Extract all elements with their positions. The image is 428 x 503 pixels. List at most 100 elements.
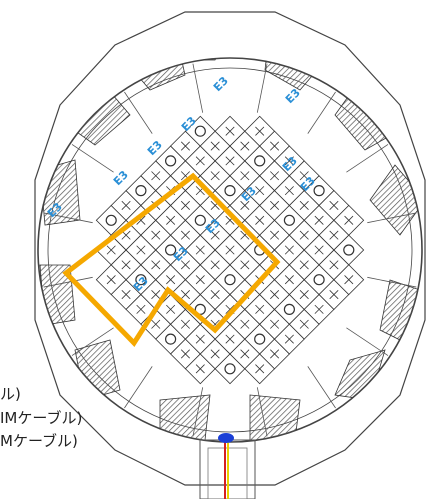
radial-line xyxy=(307,91,336,134)
cross-marker xyxy=(136,245,146,255)
cross-marker xyxy=(240,141,250,151)
cross-marker xyxy=(284,334,294,344)
cross-marker xyxy=(180,319,190,329)
cross-marker xyxy=(329,200,339,210)
cross-marker xyxy=(284,275,294,285)
radial-line xyxy=(192,63,204,113)
control-rod-marker xyxy=(135,185,147,197)
cross-marker xyxy=(299,290,309,300)
radial-line xyxy=(124,366,153,409)
cross-marker xyxy=(329,290,339,300)
cross-marker xyxy=(270,171,280,181)
cross-marker xyxy=(344,215,354,225)
control-rod-marker xyxy=(194,125,206,137)
radial-frame xyxy=(43,63,417,437)
cross-marker xyxy=(225,126,235,136)
cross-marker xyxy=(121,290,131,300)
cross-marker xyxy=(240,260,250,270)
control-rod-marker xyxy=(105,214,117,226)
cross-marker xyxy=(299,230,309,240)
cross-marker xyxy=(344,275,354,285)
cross-marker xyxy=(151,290,161,300)
cross-marker xyxy=(240,230,250,240)
hatch-segment xyxy=(119,58,186,91)
cross-marker xyxy=(314,304,324,314)
cross-marker xyxy=(195,245,205,255)
cross-marker xyxy=(225,334,235,344)
cross-marker xyxy=(225,156,235,166)
radial-line xyxy=(43,276,93,288)
cable-assembly xyxy=(199,433,256,500)
hatch-segment xyxy=(379,279,421,346)
cross-marker xyxy=(225,245,235,255)
cross-marker xyxy=(151,171,161,181)
cross-marker xyxy=(240,349,250,359)
cross-marker xyxy=(329,230,339,240)
cross-marker xyxy=(166,275,176,285)
radial-line xyxy=(367,276,417,288)
cross-marker xyxy=(255,186,265,196)
fuel-cell xyxy=(333,204,365,236)
cross-marker xyxy=(210,230,220,240)
cell-lattice xyxy=(95,115,365,385)
cross-marker xyxy=(180,290,190,300)
cross-marker xyxy=(284,245,294,255)
radial-line xyxy=(256,387,268,437)
hatch-segment xyxy=(334,349,386,401)
radial-line xyxy=(71,327,114,356)
cross-marker xyxy=(240,171,250,181)
cross-marker xyxy=(166,304,176,314)
cross-marker xyxy=(121,260,131,270)
control-rod-marker xyxy=(283,303,295,315)
cross-marker xyxy=(270,141,280,151)
hatch-segment xyxy=(249,394,301,441)
legend-item: IMケーブル) xyxy=(0,409,83,427)
cross-marker xyxy=(240,319,250,329)
control-rod-marker xyxy=(224,274,236,286)
control-rod-marker xyxy=(194,214,206,226)
hatch-segment xyxy=(369,164,422,236)
cross-marker xyxy=(210,349,220,359)
cross-marker xyxy=(106,245,116,255)
legend-item: Mケーブル) xyxy=(0,432,78,450)
cross-marker xyxy=(329,260,339,270)
cross-marker xyxy=(210,171,220,181)
control-rod-marker xyxy=(254,333,266,345)
cross-marker xyxy=(284,156,294,166)
control-rod-marker xyxy=(165,244,177,256)
cross-marker xyxy=(240,200,250,210)
cross-marker xyxy=(136,304,146,314)
control-rod-marker xyxy=(135,274,147,286)
cross-marker xyxy=(195,275,205,285)
control-rod-marker xyxy=(313,185,325,197)
control-rod-marker xyxy=(224,363,236,375)
cross-marker xyxy=(284,186,294,196)
cross-marker xyxy=(151,230,161,240)
cross-marker xyxy=(270,349,280,359)
cross-marker xyxy=(195,156,205,166)
control-rod-marker xyxy=(224,185,236,197)
cross-marker xyxy=(270,200,280,210)
cross-marker xyxy=(255,126,265,136)
cross-marker xyxy=(270,290,280,300)
legend-item: ル) xyxy=(0,385,21,403)
radial-line xyxy=(71,144,114,173)
fuel-cell xyxy=(333,264,365,296)
cable-connector xyxy=(218,433,234,443)
cross-marker xyxy=(225,215,235,225)
control-rod-marker xyxy=(283,214,295,226)
cross-marker xyxy=(166,215,176,225)
cross-marker xyxy=(299,319,309,329)
radial-line xyxy=(346,144,389,173)
cross-marker xyxy=(180,141,190,151)
cross-marker xyxy=(180,349,190,359)
cross-marker xyxy=(210,141,220,151)
cross-marker xyxy=(270,230,280,240)
cross-marker xyxy=(299,200,309,210)
cross-marker xyxy=(121,200,131,210)
cross-marker xyxy=(210,200,220,210)
cross-marker xyxy=(151,319,161,329)
cross-marker xyxy=(299,260,309,270)
radial-line xyxy=(346,327,389,356)
